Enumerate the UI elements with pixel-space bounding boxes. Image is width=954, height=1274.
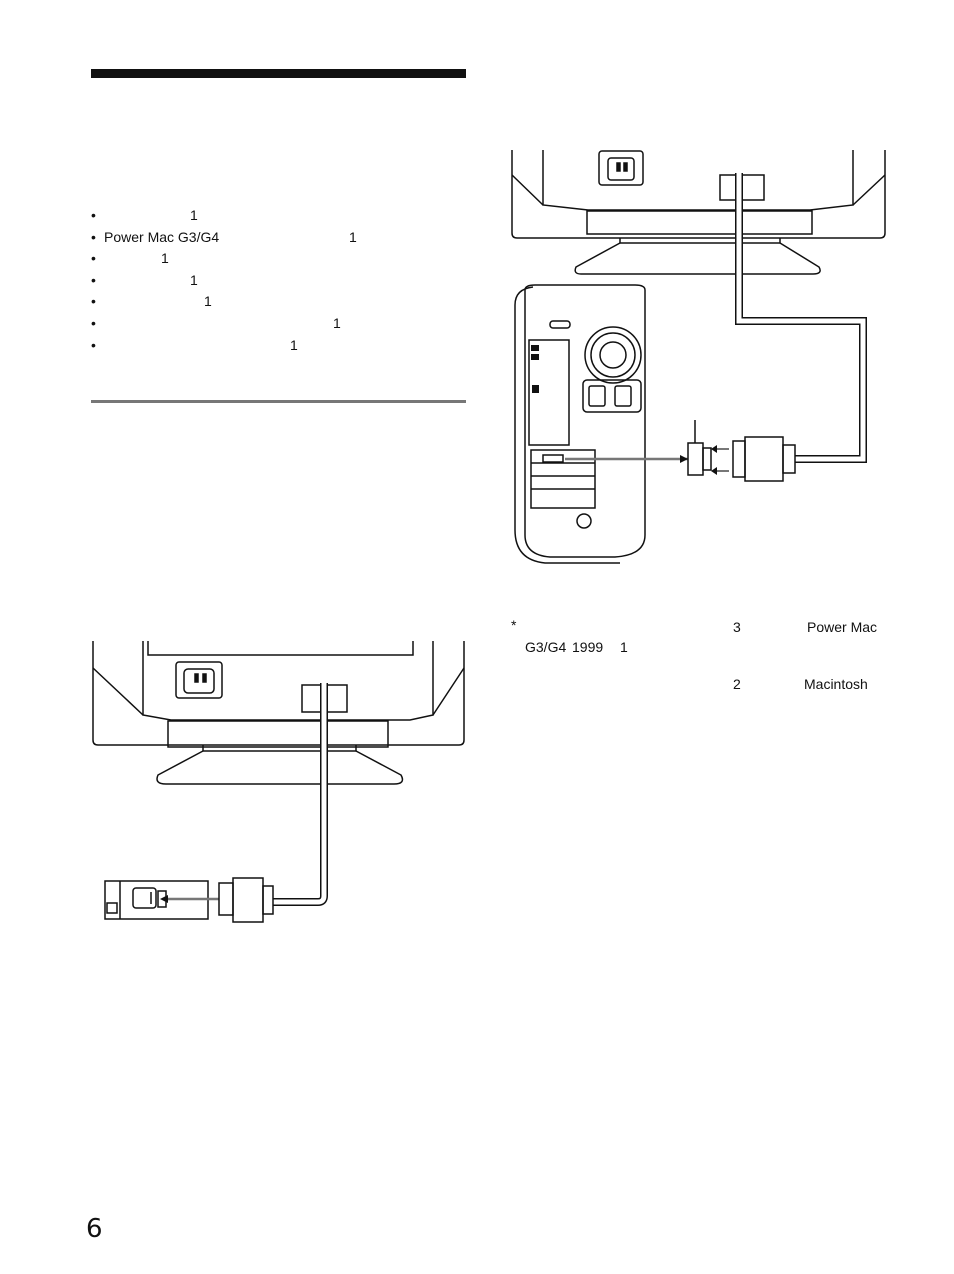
list-item: •1 <box>91 314 341 331</box>
section-divider <box>91 400 466 403</box>
list-item: •1 <box>91 250 169 267</box>
section-heading-bar <box>91 69 466 78</box>
list-item: •1 <box>91 207 198 223</box>
list-item: •1 <box>91 293 212 310</box>
model-name: G3/G4 <box>525 639 567 655</box>
powermac-connection-illustration <box>511 150 886 564</box>
page-number: 6 <box>86 1214 103 1244</box>
list-item-label: Power Mac G3/G4 <box>104 228 220 245</box>
list-item: •1 <box>91 271 198 288</box>
list-item: •1 <box>91 336 298 353</box>
graphics-card-connection-illustration <box>92 641 465 923</box>
brand-name: Macintosh <box>804 676 868 692</box>
model-name: Power Mac <box>807 619 878 635</box>
footnote: * 3 Power Mac G3/G4 1999 1 2 Macintosh <box>511 617 878 692</box>
